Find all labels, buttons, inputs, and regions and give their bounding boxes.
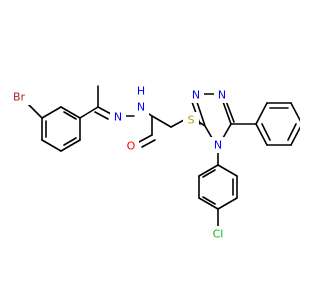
bond <box>41 139 62 152</box>
bond <box>222 123 232 139</box>
bond <box>290 102 300 122</box>
bonds <box>24 85 300 227</box>
imine-nitrogen-label: N <box>114 111 122 124</box>
bond-inner <box>287 123 297 141</box>
bond <box>94 111 109 120</box>
sulfur-label: S <box>188 114 195 127</box>
bond-inner <box>202 169 216 178</box>
bromine-label: Br <box>13 91 26 104</box>
triazole-nitrogen-4-label: N <box>214 139 222 152</box>
bond <box>141 139 156 148</box>
bond-inner <box>63 137 77 146</box>
bond <box>221 98 232 125</box>
bond <box>198 164 219 177</box>
triazole-nitrogen-2-label: N <box>218 89 226 102</box>
bond <box>217 164 238 177</box>
atom-labels: Br N H N O S N N N Cl <box>8 85 230 242</box>
bond <box>60 139 81 152</box>
bond <box>97 106 112 115</box>
bond <box>195 98 206 127</box>
bond <box>198 197 219 210</box>
bond <box>290 126 300 146</box>
bond <box>41 106 62 119</box>
bond-inner <box>202 196 216 205</box>
carbonyl-oxygen-label: O <box>127 140 136 153</box>
molecule-structure: Br N H N O S N N N Cl <box>8 84 300 242</box>
amide-nitrogen-label: N <box>137 101 145 114</box>
bond <box>170 119 185 128</box>
bond <box>217 197 238 210</box>
chlorine-label: Cl <box>213 228 224 241</box>
bond-inner <box>261 123 271 141</box>
bond <box>60 106 81 119</box>
bond <box>79 106 99 119</box>
bond <box>138 134 153 143</box>
triazole-nitrogen-1-label: N <box>192 89 200 102</box>
bond <box>204 125 213 139</box>
bond-inner <box>63 111 77 120</box>
amide-h-label: H <box>137 85 145 98</box>
bond <box>255 102 268 125</box>
bond <box>255 123 268 146</box>
bond <box>225 100 235 123</box>
bond <box>151 115 172 128</box>
molecule-canvas: Br N H N O S N N N Cl <box>8 84 300 242</box>
